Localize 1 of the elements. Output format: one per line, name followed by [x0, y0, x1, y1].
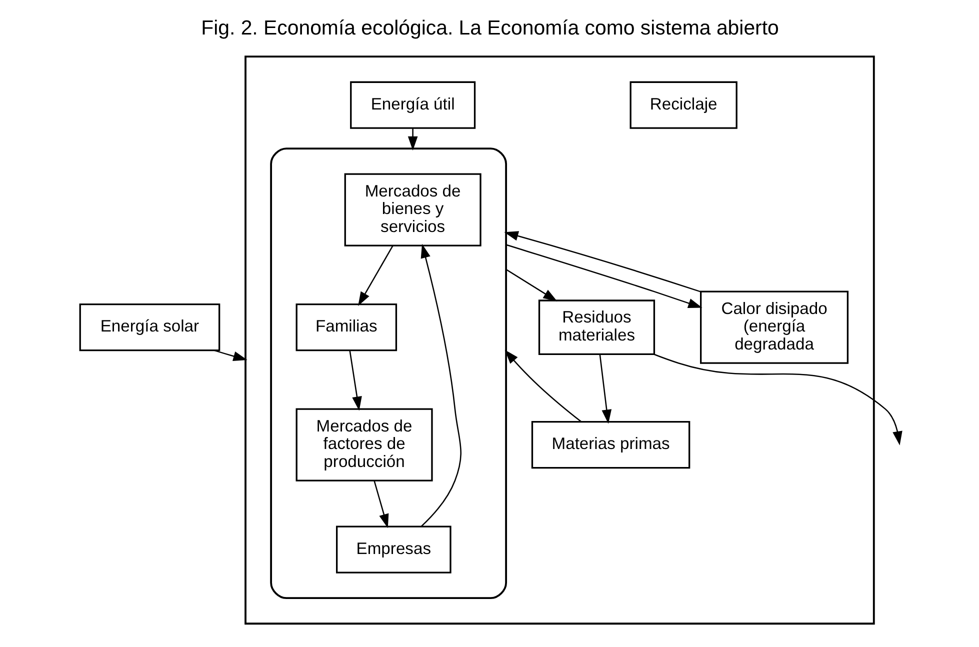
diagram-title: Fig. 2. Economía ecológica. La Economía como sistema abierto — [200, 18, 778, 40]
